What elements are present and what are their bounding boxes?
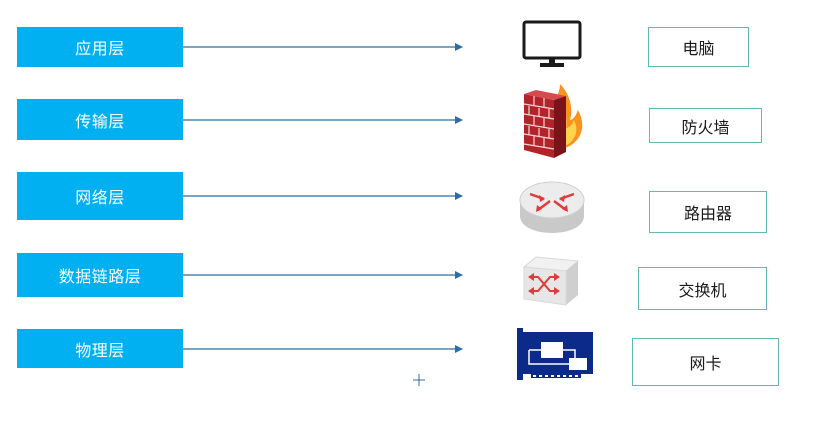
device-label: 路由器 [683, 204, 732, 223]
layer-application: 应用层 [17, 27, 183, 67]
device-label: 电脑 [682, 39, 715, 58]
crosshair-cursor-icon [413, 374, 425, 386]
device-computer: 电脑 [648, 27, 749, 67]
device-router: 路由器 [649, 191, 767, 233]
layer-label: 网络层 [75, 188, 125, 207]
firewall-icon [523, 84, 583, 158]
layer-label: 应用层 [75, 39, 125, 58]
monitor-icon [522, 20, 582, 67]
device-label: 防火墙 [681, 117, 730, 137]
device-switch: 交换机 [638, 267, 767, 310]
router-icon [519, 181, 585, 233]
device-label: 网卡 [689, 354, 722, 373]
device-network-card: 网卡 [632, 338, 779, 386]
layer-physical: 物理层 [17, 329, 183, 368]
device-firewall: 防火墙 [649, 108, 762, 143]
switch-icon [522, 256, 580, 306]
layer-label: 数据链路层 [58, 267, 142, 286]
network-card-icon [517, 328, 593, 380]
layer-network: 网络层 [17, 172, 183, 220]
layer-transport: 传输层 [17, 99, 183, 140]
layer-label: 传输层 [75, 111, 125, 131]
device-label: 交换机 [678, 280, 727, 300]
layer-data-link: 数据链路层 [17, 253, 183, 297]
layer-label: 物理层 [75, 340, 125, 360]
